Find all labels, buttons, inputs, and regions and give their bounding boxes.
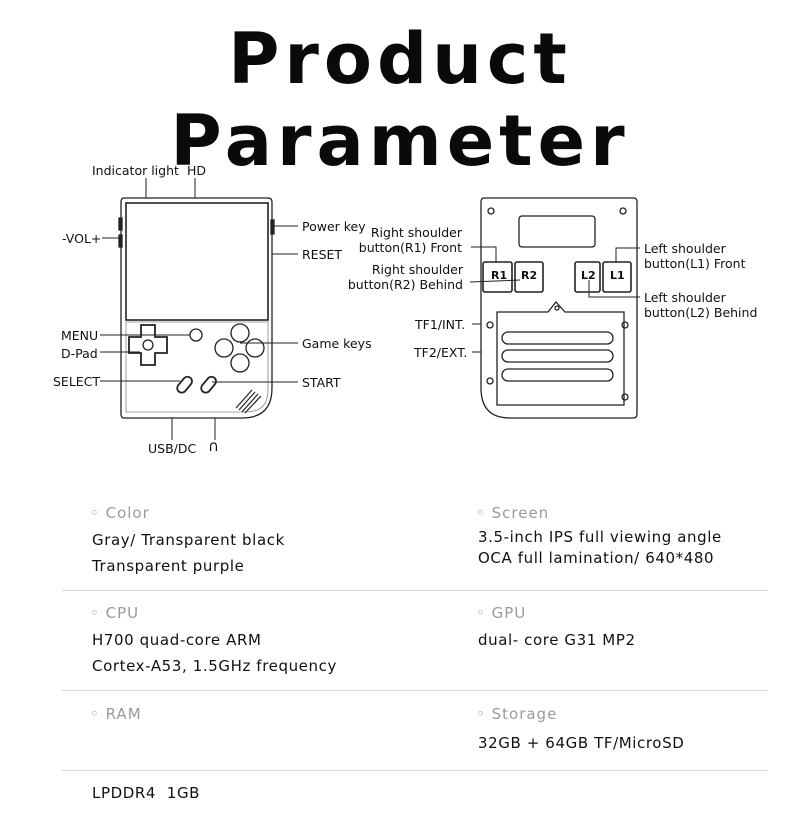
spec-cpu-heading: ◦ CPU bbox=[90, 604, 140, 622]
hd-label: HD bbox=[187, 163, 207, 178]
spec-line: 32GB + 64GB TF/MicroSD bbox=[478, 734, 685, 752]
divider bbox=[62, 690, 768, 691]
spec-screen-heading: ◦ Screen bbox=[476, 504, 550, 522]
back-device-illustration bbox=[480, 197, 638, 419]
spec-ram-heading: ◦ RAM bbox=[90, 705, 142, 723]
start-label: START bbox=[302, 375, 341, 390]
game-keys-label: Game keys bbox=[302, 336, 372, 351]
select-label: SELECT bbox=[53, 374, 101, 389]
tf2-label: TF2/EXT. bbox=[414, 345, 468, 360]
menu-label: MENU bbox=[61, 328, 99, 343]
reset-label: RESET bbox=[302, 247, 343, 262]
divider bbox=[62, 590, 768, 591]
l2-button-label: L2 bbox=[581, 269, 596, 282]
spec-line: LPDDR4 1GB bbox=[92, 784, 201, 802]
spec-line: Transparent purple bbox=[92, 557, 245, 575]
front-device-illustration bbox=[118, 197, 275, 419]
usb-dc-label: USB/DC bbox=[148, 441, 197, 456]
spec-line: H700 quad-core ARM bbox=[92, 631, 262, 649]
spec-line: OCA full lamination/ 640*480 bbox=[478, 549, 715, 567]
l1-label: Left shoulder button(L1) Front bbox=[644, 241, 746, 271]
r2-button-label: R2 bbox=[521, 269, 538, 282]
divider bbox=[62, 770, 768, 771]
spec-storage-value: 32GB + 64GB TF/MicroSD bbox=[478, 730, 684, 756]
spec-color-value: Gray/ Transparent black Transparent purp… bbox=[92, 527, 285, 579]
volume-label: -VOL+ bbox=[62, 231, 102, 246]
spec-gpu-heading: ◦ GPU bbox=[476, 604, 527, 622]
spec-line: dual- core G31 MP2 bbox=[478, 631, 636, 649]
r2-label: Right shoulder button(R2) Behind bbox=[347, 262, 463, 292]
r1-button-label: R1 bbox=[491, 269, 508, 282]
spec-storage-heading: ◦ Storage bbox=[476, 705, 558, 723]
spec-line: 3.5-inch IPS full viewing angle bbox=[478, 528, 722, 546]
spec-cpu-value: H700 quad-core ARM Cortex-A53, 1.5GHz fr… bbox=[92, 627, 337, 679]
dpad-label: D-Pad bbox=[61, 346, 98, 361]
spec-line: Cortex-A53, 1.5GHz frequency bbox=[92, 657, 337, 675]
r1-label: Right shoulder button(R1) Front bbox=[358, 225, 462, 255]
spec-color-heading: ◦ Color bbox=[90, 504, 150, 522]
l1-button-label: L1 bbox=[610, 269, 625, 282]
headphone-icon: ∩ bbox=[208, 437, 219, 455]
spec-line: Gray/ Transparent black bbox=[92, 531, 285, 549]
tf1-label: TF1/INT. bbox=[415, 317, 466, 332]
page-title: Product Parameter bbox=[170, 18, 630, 182]
l2-label: Left shoulder button(L2) Behind bbox=[644, 290, 758, 320]
power-key-label: Power key bbox=[302, 219, 366, 234]
device-diagrams bbox=[100, 178, 640, 440]
spec-screen-value: 3.5-inch IPS full viewing angle OCA full… bbox=[478, 527, 722, 569]
spec-gpu-value: dual- core G31 MP2 bbox=[478, 627, 636, 653]
spec-ram-value: LPDDR4 1GB bbox=[92, 728, 200, 832]
indicator-light-label: Indicator light bbox=[92, 163, 179, 178]
